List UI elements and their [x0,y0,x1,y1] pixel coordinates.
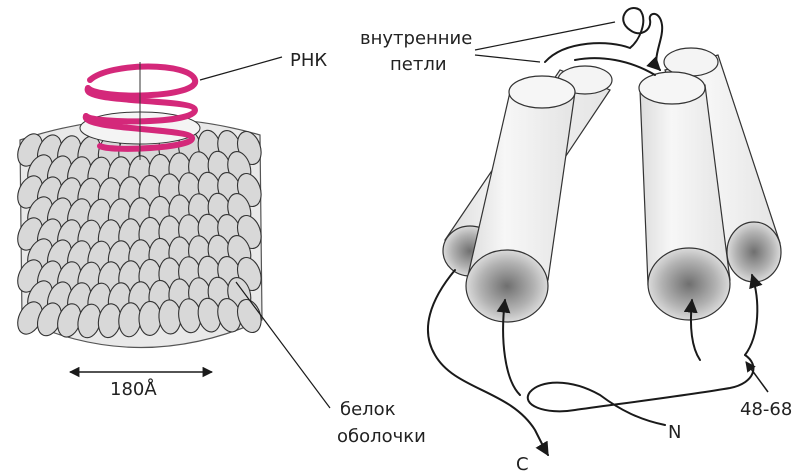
rna-label: РНК [290,50,327,71]
four-helix-bundle [428,8,781,455]
inner-loops-label-line1: внутренние [360,28,472,49]
coat-protein-label: белок [340,399,396,420]
coat-protein-label-line2: оболочки [337,426,426,447]
diameter-label: 180Å [110,378,157,400]
inner-loops-label-line2: петли [390,54,447,75]
residues-label: 48-68 [740,399,792,420]
c-terminus-label: C [516,454,529,473]
inner-loops-label: внутренние [360,28,472,49]
coat-protein-subunit [139,301,162,335]
coat-protein-label-line1: белок [340,399,396,420]
coat-protein-label-2: оболочки [337,426,426,447]
virus-capsid [13,62,265,348]
rna-leader-line [200,57,282,80]
residues-pointer-arrow [746,362,768,392]
n-terminus-label: N [668,422,681,443]
coat-protein-subunits [13,128,265,340]
inner-loops-label-2: петли [390,54,447,75]
inner-loops-leader-2 [475,55,540,62]
coat-protein-leader-line [236,282,330,408]
inner-loops-leader-1 [475,22,615,50]
